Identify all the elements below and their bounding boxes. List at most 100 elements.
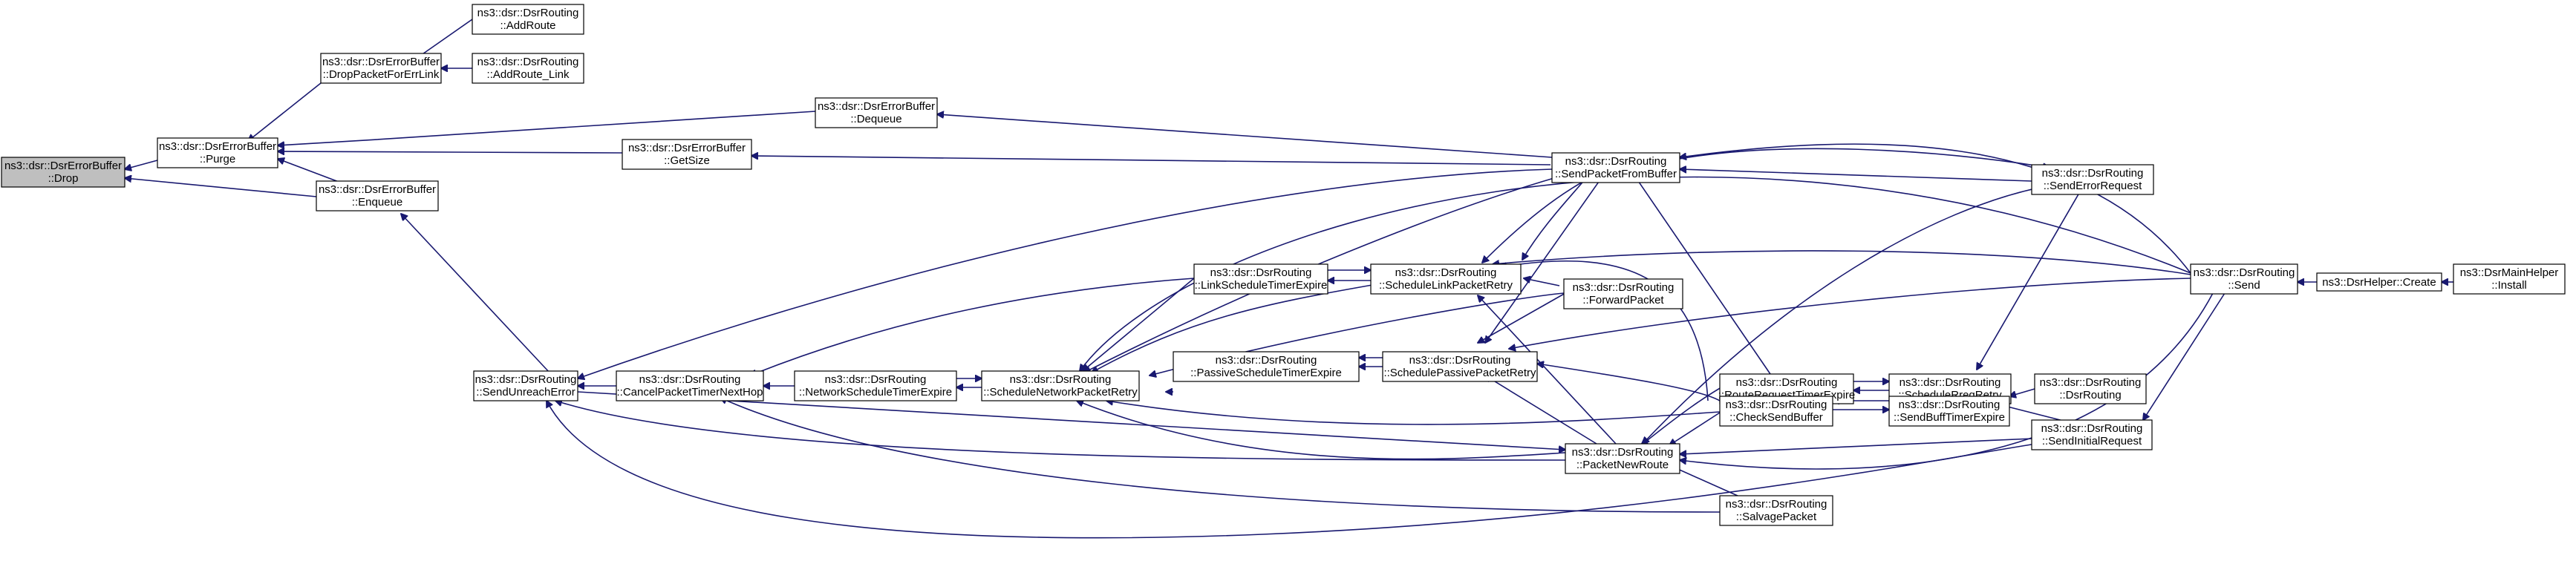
node-label-line2: ::AddRoute [500,19,555,32]
node-label-line1: ns3::DsrMainHelper [2460,266,2559,279]
edge-checksend-schedpass [1537,364,1721,401]
node-schedNet[interactable]: ns3::dsr::DsrRouting::ScheduleNetworkPac… [981,370,1140,401]
node-addRouteLink[interactable]: ns3::dsr::DsrRouting::AddRoute_Link [472,53,584,84]
node-drop[interactable]: ns3::dsr::DsrErrorBuffer::Drop [1,157,125,188]
edge-packetnew-sendunreach2 [577,391,1565,450]
node-linkSched[interactable]: ns3::dsr::DsrRouting::LinkScheduleTimerE… [1193,263,1328,295]
node-box [2190,263,2298,295]
node-send[interactable]: ns3::dsr::DsrRouting::Send [2190,263,2298,295]
node-salvage[interactable]: ns3::dsr::DsrRouting::SalvagePacket [1719,495,1833,526]
node-label-line1: ns3::dsr::DsrRouting [1573,281,1675,294]
node-schedLink[interactable]: ns3::dsr::DsrRouting::ScheduleLinkPacket… [1370,263,1522,295]
node-label-line1: ns3::dsr::DsrRouting [639,373,741,386]
node-label-line1: ns3::dsr::DsrRouting [475,373,577,386]
node-label-line1: ns3::DsrHelper::Create [2322,276,2436,289]
node-box [1888,396,2010,427]
node-label-line2: ::Install [2491,279,2527,292]
node-passSched[interactable]: ns3::dsr::DsrRouting::PassiveScheduleTim… [1173,351,1360,382]
node-sendBuff[interactable]: ns3::dsr::DsrRouting::SendBuffTimerExpir… [1888,396,2010,427]
node-sendPFB[interactable]: ns3::dsr::DsrRouting::SendPacketFromBuff… [1551,152,1680,183]
node-label-line2: ::Dequeue [850,113,901,125]
edge-enqueue-purge [278,159,345,185]
node-box [1719,396,1833,427]
node-label-line2: ::Drop [48,172,79,185]
node-label-line2: ::LinkScheduleTimerExpire [1195,279,1328,292]
node-box [473,370,578,401]
node-label-line1: ns3::dsr::DsrRouting [2194,266,2295,279]
node-label-line1: ns3::dsr::DsrRouting [1726,498,1827,511]
node-box [1370,263,1522,295]
node-cancel[interactable]: ns3::dsr::DsrRouting::CancelPacketTimerN… [616,370,764,401]
node-enqueue[interactable]: ns3::dsr::DsrErrorBuffer::Enqueue [316,180,439,212]
node-checkSend[interactable]: ns3::dsr::DsrRouting::CheckSendBuffer [1719,396,1833,427]
edge-sendpfb-dequeue [937,114,1553,158]
node-label-line1: ns3::dsr::DsrRouting [2042,167,2144,180]
edge-dsrrouting-sendbuff [2009,388,2035,396]
node-packetNew[interactable]: ns3::dsr::DsrRouting::PacketNewRoute [1565,443,1680,474]
node-label-line2: ::PassiveScheduleTimerExpire [1190,367,1342,379]
node-sendUnreach[interactable]: ns3::dsr::DsrRouting::SendUnreachError [473,370,578,401]
node-label-line2: ::NetworkScheduleTimerExpire [799,386,952,399]
node-label-line1: ns3::dsr::DsrRouting [477,56,579,68]
node-label-line1: ns3::dsr::DsrRouting [2040,376,2142,389]
node-sendInit[interactable]: ns3::dsr::DsrRouting::SendInitialRequest [2031,419,2153,450]
edge-sendunreach-enqueue [401,214,550,373]
node-label-line2: ::GetSize [664,154,710,167]
nodes: ns3::dsr::DsrErrorBuffer::Dropns3::dsr::… [1,4,2566,526]
node-addRoute[interactable]: ns3::dsr::DsrRouting::AddRoute [472,4,584,35]
edge-checksend-packetnew [1669,412,1721,445]
node-label-line2: ::ForwardPacket [1582,294,1664,306]
edge-sendinit-sendunreach [547,401,2050,539]
edge-sendpfb-getsize [751,156,1551,165]
node-label-line2: ::Send [2228,279,2260,292]
node-box [1193,263,1328,295]
node-label-line2: ::SendUnreachError [476,386,575,399]
node-dsrRouting[interactable]: ns3::dsr::DsrRouting::DsrRouting [2034,373,2147,404]
node-purge[interactable]: ns3::dsr::DsrErrorBuffer::Purge [157,137,278,168]
node-dequeue[interactable]: ns3::dsr::DsrErrorBuffer::Dequeue [815,97,938,128]
edge-send-schednet [1080,176,2191,371]
node-label-line2: ::SendPacketFromBuffer [1555,168,1677,180]
node-sendErrReq[interactable]: ns3::dsr::DsrRouting::SendErrorRequest [2031,164,2154,195]
edge-sendinit-packetnew [1680,437,2050,454]
node-box [622,139,752,170]
node-box [1173,351,1360,382]
edge-packetnew-schedpass [1485,376,1597,445]
node-label-line2: ::CancelPacketTimerNextHop [616,386,763,399]
node-label-line1: ns3::dsr::DsrErrorBuffer [319,183,436,196]
node-install[interactable]: ns3::DsrMainHelper::Install [2453,263,2566,295]
edges [125,19,2453,539]
edge-sendpfb-schednet [1084,174,1568,373]
node-label-line2: ::SchedulePassivePacketRetry [1383,367,1536,379]
node-label-line2: ::SendBuffTimerExpire [1894,411,2005,424]
edge-send-schedpass [1509,278,2191,349]
node-label-line1: ns3::dsr::DsrRouting [1010,373,1112,386]
edge-linksched-schednet [1083,278,1195,371]
edge-getsize-purge [278,151,623,153]
node-box [981,370,1140,401]
node-dropErr[interactable]: ns3::dsr::DsrErrorBuffer::DropPacketForE… [320,53,442,84]
node-box [472,53,584,84]
node-box [1563,278,1683,309]
node-box [2031,164,2154,195]
node-label-line1: ns3::dsr::DsrErrorBuffer [322,56,440,68]
node-label-line1: ns3::dsr::DsrRouting [1216,354,1317,367]
edge-sendpfb-schedlink [1482,174,1597,263]
node-netSched[interactable]: ns3::dsr::DsrRouting::NetworkScheduleTim… [794,370,957,401]
edge-senderrreq-sendpfb [1680,169,2032,182]
node-schedPass[interactable]: ns3::dsr::DsrRouting::SchedulePassivePac… [1382,351,1538,382]
node-label-line1: ns3::dsr::DsrRouting [1395,266,1497,279]
edge-send-schedlink [1493,250,2191,275]
edge-dequeue-purge [278,111,816,145]
node-helperCreate[interactable]: ns3::DsrHelper::Create [2316,272,2442,292]
node-box [815,97,938,128]
edge-schedlink-schednet [1092,284,1373,373]
node-label-line1: ns3::dsr::DsrRouting [1899,399,2001,411]
node-box [1,157,125,188]
node-label-line2: ::SendErrorRequest [2044,180,2142,192]
node-label-line1: ns3::dsr::DsrRouting [1565,155,1667,168]
node-getSize[interactable]: ns3::dsr::DsrErrorBuffer::GetSize [622,139,752,170]
node-forward[interactable]: ns3::dsr::DsrRouting::ForwardPacket [1563,278,1683,309]
node-label-line2: ::SendInitialRequest [2042,435,2142,447]
